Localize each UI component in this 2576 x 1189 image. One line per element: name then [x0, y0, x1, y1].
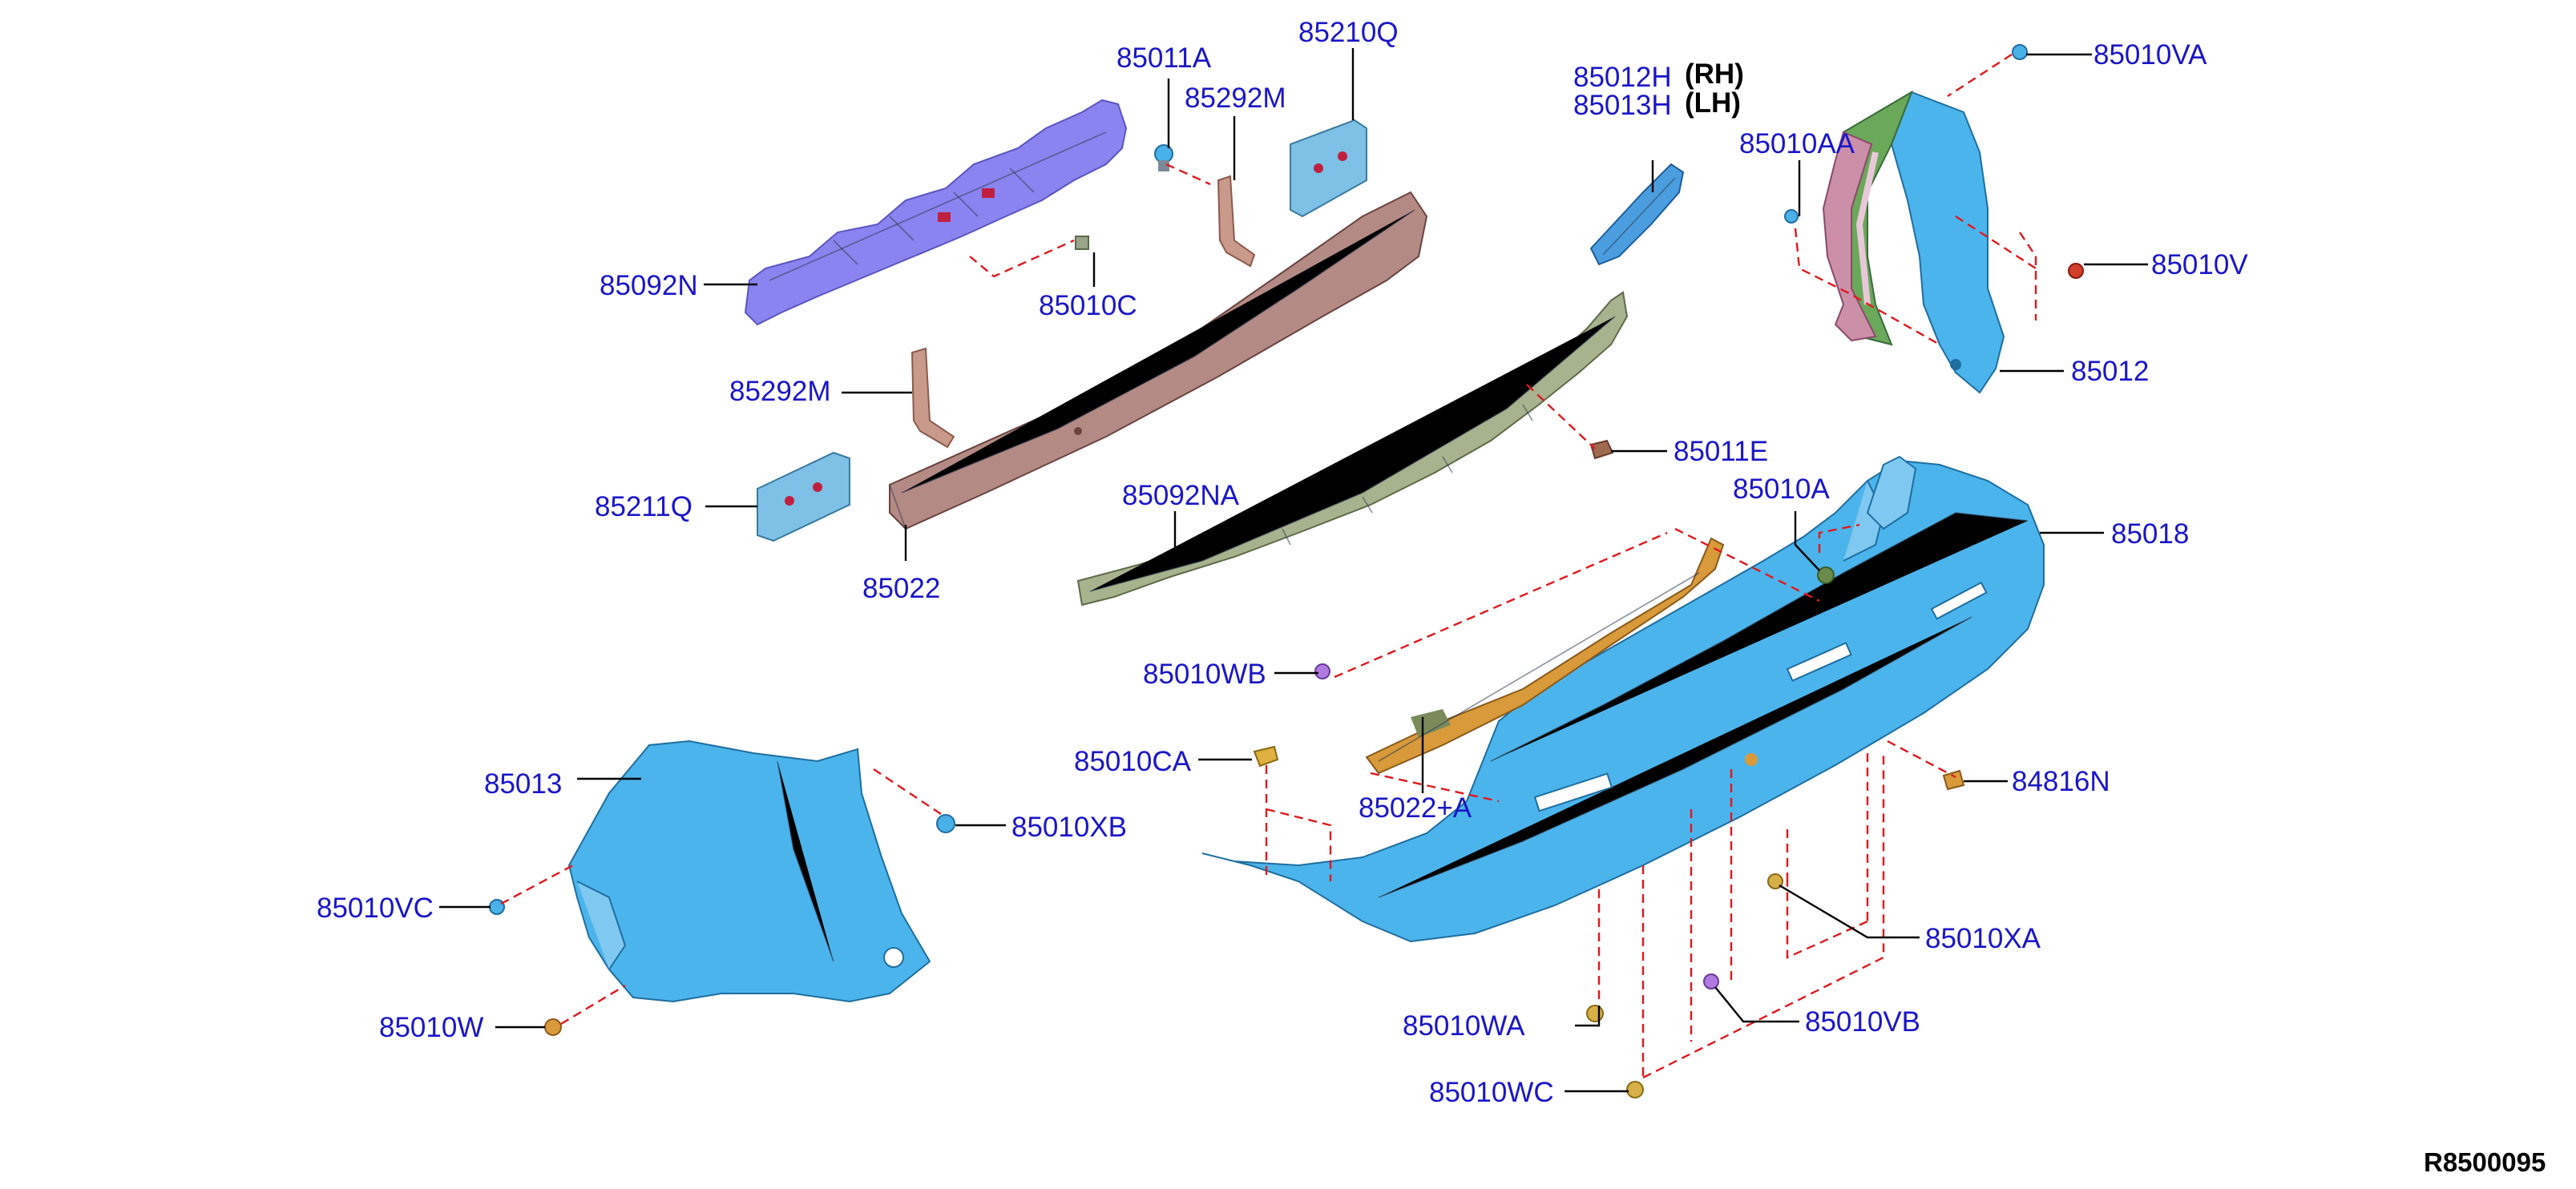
label-85012: 85012: [2071, 356, 2149, 387]
label-85292M-top: 85292M: [1185, 83, 1286, 114]
label-85018: 85018: [2111, 518, 2189, 550]
label-85011A: 85011A: [1116, 42, 1212, 74]
part-85211Q-bracket: [757, 451, 850, 542]
label-85010W: 85010W: [379, 1012, 483, 1043]
part-85012H-reflector: [1589, 163, 1685, 266]
label-85010A: 85010A: [1733, 474, 1830, 505]
part-85010C-clip: [1075, 236, 1089, 250]
part-85210Q-bracket: [1290, 119, 1367, 218]
part-85092NA-absorber: [1076, 291, 1629, 607]
part-labels: 85092N 85011A 85292M 85210Q 85010C 85292…: [317, 17, 2546, 1177]
label-85211Q: 85211Q: [595, 491, 692, 522]
leader-lines: [439, 48, 2148, 1093]
label-85010WA: 85010WA: [1403, 1010, 1525, 1042]
part-fasteners: [489, 44, 2084, 1098]
label-85010AA: 85010AA: [1739, 128, 1855, 159]
label-85013: 85013: [484, 768, 562, 800]
label-85022: 85022: [862, 573, 940, 604]
label-85210Q: 85210Q: [1298, 17, 1399, 48]
label-85011E: 85011E: [1674, 436, 1768, 467]
label-85092NA: 85092NA: [1122, 480, 1240, 511]
part-85022-reinforcement: [889, 191, 1428, 530]
label-84816N: 84816N: [2012, 766, 2110, 797]
label-85010CA: 85010CA: [1074, 746, 1192, 777]
part-85013-side-fascia-lh: [567, 740, 931, 1003]
part-85012-side-fascia-rh: [1822, 90, 2005, 394]
label-85010C: 85010C: [1039, 290, 1137, 321]
diagram-reference-id: R8500095: [2424, 1147, 2546, 1177]
label-85012H: 85012H: [1573, 62, 1672, 93]
label-85010VC: 85010VC: [317, 893, 434, 924]
label-85010WB: 85010WB: [1143, 659, 1266, 690]
label-85010VB: 85010VB: [1805, 1006, 1920, 1038]
part-85018-fascia: [1201, 455, 2045, 943]
label-85013H-side: (LH): [1685, 87, 1741, 119]
label-85012H-side: (RH): [1685, 58, 1744, 90]
label-85010WC: 85010WC: [1429, 1077, 1554, 1108]
part-85292M-stay-top: [1217, 175, 1256, 268]
label-85092N: 85092N: [600, 270, 698, 301]
label-85022A: 85022+A: [1359, 792, 1472, 824]
label-85010VA: 85010VA: [2094, 39, 2207, 71]
label-85010XA: 85010XA: [1925, 923, 2041, 954]
dashed-guides: [500, 53, 2037, 1082]
part-85292M-stay-left: [910, 347, 955, 449]
part-85092N-absorber: [744, 99, 1128, 326]
part-85011A-clip: [1154, 144, 1173, 171]
label-85010XB: 85010XB: [1011, 812, 1127, 843]
label-85292M-left: 85292M: [729, 376, 830, 407]
label-85010V: 85010V: [2151, 249, 2248, 280]
label-85013H: 85013H: [1573, 90, 1672, 121]
part-85022A-bracket: [1365, 537, 1725, 775]
